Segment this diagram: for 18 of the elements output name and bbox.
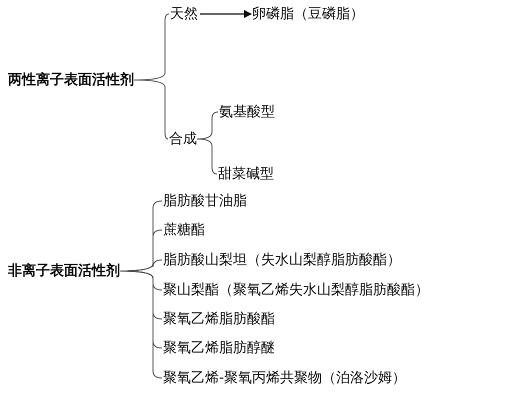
category-heading: 非离子表面活性剂 bbox=[8, 262, 120, 280]
category-item: 聚氧乙烯脂肪酸酯 bbox=[163, 310, 275, 328]
category-item: 合成 bbox=[169, 130, 197, 148]
category-item: 脂肪酸山梨坦（失水山梨醇脂肪酸酯） bbox=[163, 251, 401, 269]
category-item: 脂肪酸甘油脂 bbox=[163, 192, 247, 210]
category-item: 聚山梨酯（聚氧乙烯失水山梨醇脂肪酸酯） bbox=[163, 281, 429, 299]
category-item: 蔗糖酯 bbox=[163, 221, 205, 239]
brace-line bbox=[196, 138, 218, 174]
category-item: 甜菜碱型 bbox=[218, 165, 274, 183]
category-heading: 两性离子表面活性剂 bbox=[8, 71, 134, 89]
brace-line bbox=[120, 270, 162, 378]
category-item: 聚氧乙烯-聚氧丙烯共聚物（泊洛沙姆） bbox=[163, 369, 406, 387]
brace-line bbox=[134, 80, 168, 140]
category-item: 氨基酸型 bbox=[219, 103, 275, 121]
arrow bbox=[200, 10, 252, 18]
category-item: 聚氧乙烯脂肪醇醚 bbox=[163, 339, 275, 357]
category-item: 天然 bbox=[170, 5, 198, 23]
category-item: 卵磷脂（豆磷脂） bbox=[252, 5, 364, 23]
